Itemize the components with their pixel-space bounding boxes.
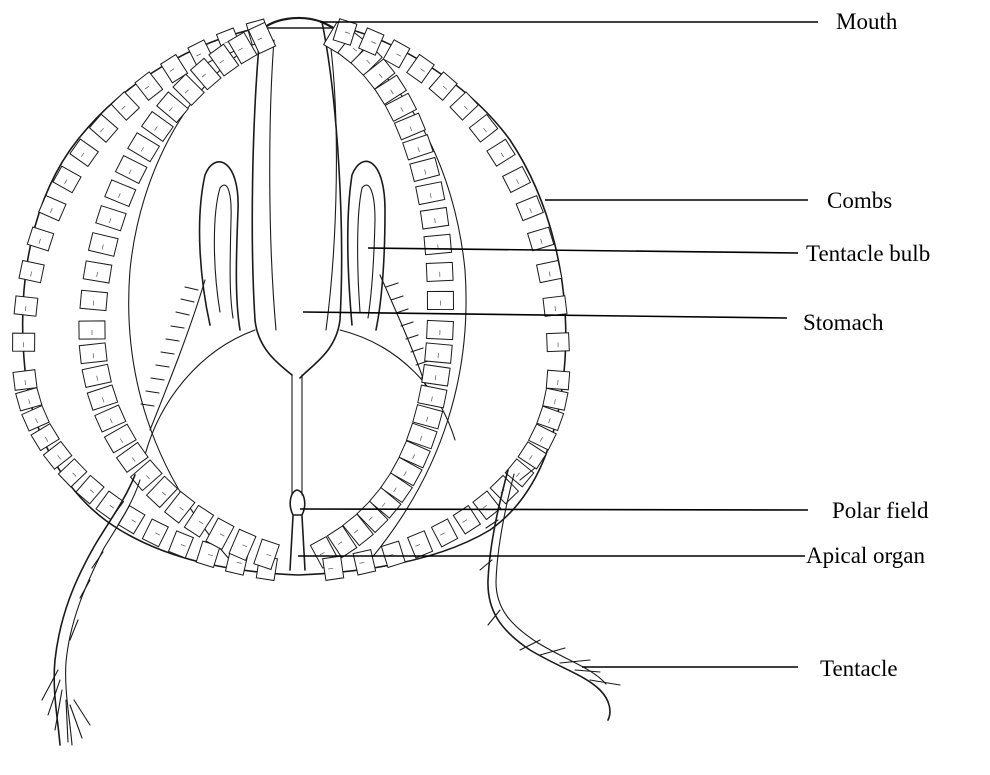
tentacle-bulb-left-inner [214,185,233,318]
comb-plate [128,133,160,162]
comb-plate [79,343,107,364]
comb-plate [547,333,570,352]
label-tentacle: Tentacle [820,656,898,681]
comb-plate [323,556,344,580]
comb-plate [118,506,145,534]
tentacle-right-side [496,474,606,684]
comb-plate [516,196,543,221]
comb-plate [543,388,568,410]
comb-row-inner-right [305,22,454,568]
tentacle-bulb-right-inner [358,185,375,318]
label-stomach: Stomach [803,310,884,335]
leader-polar-field [300,509,808,510]
comb-plate [80,290,108,310]
comb-plate-mark [93,353,94,358]
tentacle-bulb-right [348,161,385,330]
comb-plate [450,92,478,120]
label-mouth: Mouth [836,9,898,34]
central-canal [292,375,302,495]
comb-plate-mark [25,306,26,311]
comb-plate [422,365,450,387]
label-tentacle-bulb: Tentacle bulb [806,241,930,266]
label-polar-field: Polar field [832,498,929,523]
comb-plate-mark [438,353,439,358]
comb-plate [487,139,515,166]
comb-plate [427,291,453,309]
label-combs: Combs [827,188,892,213]
comb-plate [135,72,163,100]
transverse-canal-left [145,330,255,455]
tentacle-left-fringe [42,552,103,742]
label-apical-organ: Apical organ [806,543,926,568]
comb-plate [76,475,104,503]
comb-plate [537,261,562,283]
stomach-inner-left [270,40,276,330]
comb-plate [39,196,66,221]
tentacle-bulb-left [200,162,240,330]
comb-plate [403,135,433,160]
apical-organ-shape [290,516,305,570]
polar-field-shape [290,490,305,515]
stomach-column [252,22,341,378]
tentacle-sheath-left [141,280,205,430]
